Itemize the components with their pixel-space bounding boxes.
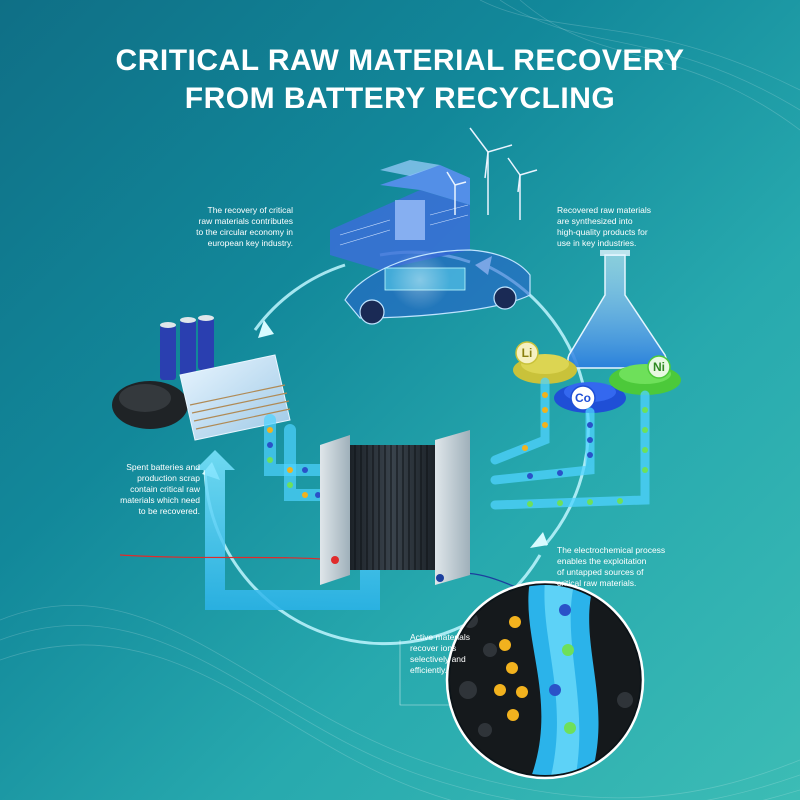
caption-leaders: [399, 640, 470, 706]
magnifier-ions: [494, 604, 576, 734]
factory-icon: [330, 160, 470, 270]
wind-turbine-icon: [446, 127, 538, 220]
title-line-2: FROM BATTERY RECYCLING: [184, 82, 616, 115]
title-line-1: CRITICAL RAW MATERIAL RECOVERY: [115, 44, 685, 77]
black-mass-icon: [112, 381, 188, 429]
electric-car-icon: [344, 249, 531, 325]
battery-stack-icon: [179, 354, 291, 441]
nickel-badge: [647, 355, 671, 379]
cobalt-label: Co: [575, 391, 591, 405]
page-title: CRITICAL RAW MATERIAL RECOVERY FROM BATT…: [0, 42, 800, 118]
negative-terminal: [436, 574, 444, 582]
flask-icon: [567, 250, 667, 369]
cobalt-badge: [570, 385, 596, 411]
caption-active-materials: Active materials recover ions selectivel…: [410, 632, 470, 675]
electrochemical-cell-icon: [320, 430, 470, 585]
positive-terminal: [331, 556, 339, 564]
battery-cells-icon: [160, 315, 214, 380]
caption-spent-batteries: Spent batteries and production scrap con…: [120, 462, 200, 516]
recovered-ion-dots: [522, 392, 648, 507]
lithium-label: Li: [522, 346, 533, 360]
input-ion-dots: [267, 427, 321, 498]
caption-circular-economy: The recovery of critical raw materials c…: [196, 205, 293, 248]
water-flow-channel: [195, 450, 380, 610]
lithium-badge: [515, 341, 539, 365]
nickel-label: Ni: [653, 360, 665, 374]
caption-electrochemical: The electrochemical process enables the …: [557, 545, 666, 588]
caption-recovered-materials: Recovered raw materials are synthesized …: [557, 205, 652, 248]
magnifier-icon: [445, 580, 645, 780]
element-badges: [515, 341, 671, 411]
